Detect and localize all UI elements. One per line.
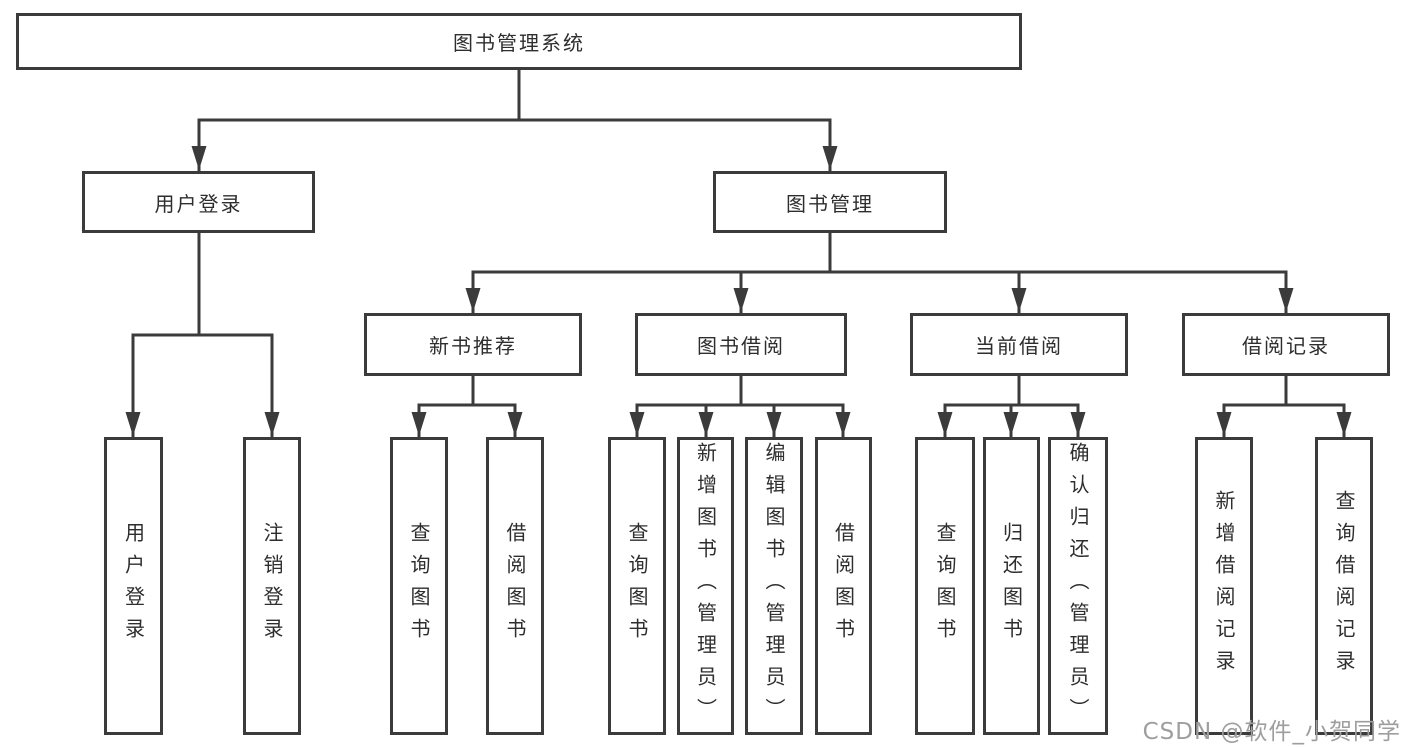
node-current-borrow: 当前借阅 xyxy=(910,313,1128,376)
node-root-system: 图书管理系统 xyxy=(16,13,1022,70)
node-new-book-recommend: 新书推荐 xyxy=(364,313,582,376)
leaf-borrow-books-borrow: 借阅图书 xyxy=(815,437,872,735)
leaf-add-borrow-record: 新增借阅记录 xyxy=(1195,437,1253,735)
leaf-logout: 注销登录 xyxy=(243,437,301,735)
leaf-query-borrow-record: 查询借阅记录 xyxy=(1315,437,1373,735)
node-book-borrow: 图书借阅 xyxy=(635,313,847,376)
csdn-watermark: CSDN @软件_小贺同学 xyxy=(1142,719,1401,745)
leaf-edit-books-admin: 编辑图书（管理员） xyxy=(745,437,803,735)
leaf-query-books-current: 查询图书 xyxy=(915,437,975,735)
node-book-management: 图书管理 xyxy=(713,171,947,233)
leaf-confirm-return-admin: 确认归还（管理员） xyxy=(1048,437,1108,735)
leaf-return-books: 归还图书 xyxy=(983,437,1040,735)
leaf-borrow-books-newbook: 借阅图书 xyxy=(486,437,544,735)
leaf-user-login: 用户登录 xyxy=(104,437,163,735)
node-borrow-records: 借阅记录 xyxy=(1182,313,1390,376)
node-user-login: 用户登录 xyxy=(82,171,315,233)
leaf-add-books-admin: 新增图书（管理员） xyxy=(677,437,734,735)
leaf-query-books-borrow: 查询图书 xyxy=(608,437,666,735)
leaf-query-books-newbook: 查询图书 xyxy=(390,437,448,735)
